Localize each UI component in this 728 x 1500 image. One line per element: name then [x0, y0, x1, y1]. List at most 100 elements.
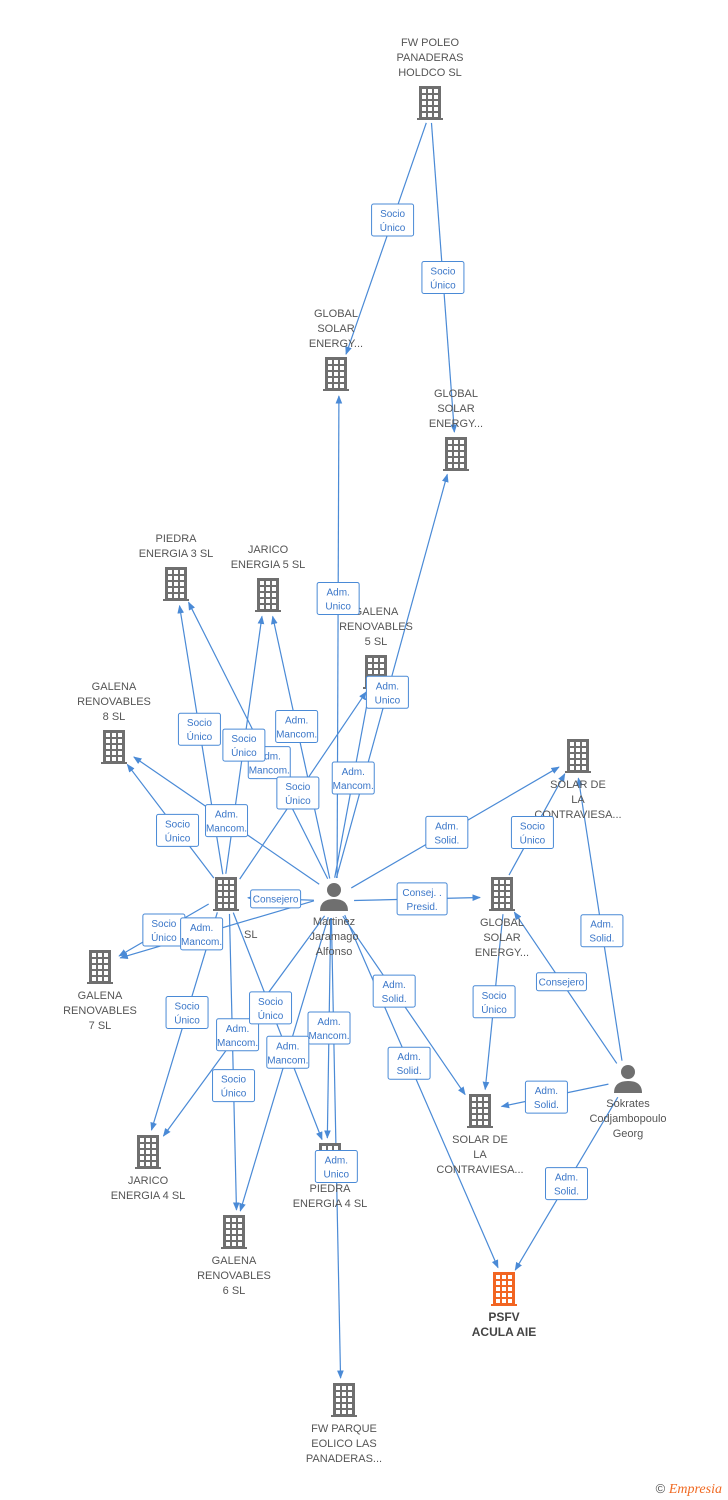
node-center_company[interactable]: SL — [213, 877, 257, 941]
edge-label[interactable]: Adm.Unico — [365, 675, 409, 709]
node-label[interactable]: SOLAR — [437, 403, 474, 415]
edge-label-box[interactable] — [276, 776, 320, 810]
edge-label-box[interactable] — [510, 816, 554, 850]
node-label[interactable]: RENOVABLES — [77, 696, 151, 708]
node-solar_contra_a[interactable]: SOLAR DE LA CONTRAVIESA... — [534, 739, 622, 821]
node-label[interactable]: GALENA — [354, 606, 399, 618]
edge-label[interactable]: Adm.Mancom. — [331, 761, 375, 795]
person-icon[interactable] — [320, 883, 348, 911]
edge-label[interactable]: Adm.Mancom. — [275, 710, 319, 744]
edge-label[interactable]: Adm.Solid. — [580, 914, 624, 948]
node-label[interactable]: GALENA — [92, 681, 137, 693]
person-icon[interactable] — [614, 1065, 642, 1093]
node-label[interactable]: SOLAR — [317, 323, 354, 335]
building-icon[interactable] — [565, 739, 591, 773]
building-icon[interactable] — [135, 1135, 161, 1169]
edge-label-box[interactable] — [545, 1167, 589, 1201]
edge-label-box[interactable] — [205, 804, 249, 838]
node-label[interactable]: SOLAR DE — [452, 1134, 508, 1146]
edge-label-box[interactable] — [250, 889, 302, 909]
building-icon[interactable] — [87, 950, 113, 984]
node-label[interactable]: ENERGIA 3 SL — [139, 548, 214, 560]
node-label[interactable]: CONTRAVIESA... — [436, 1164, 523, 1176]
node-label[interactable]: Martinez — [313, 916, 355, 928]
node-label[interactable]: HOLDCO SL — [398, 67, 462, 79]
node-solar_contra_b[interactable]: SOLAR DELACONTRAVIESA... — [436, 1094, 524, 1176]
node-label[interactable]: ENERGIA 5 SL — [231, 559, 306, 571]
edge-label-box[interactable] — [165, 995, 209, 1029]
edge-label-box[interactable] — [216, 1018, 260, 1052]
edge-label-box[interactable] — [371, 203, 415, 237]
brand-logo[interactable]: Empresia — [668, 1482, 722, 1497]
node-label[interactable]: RENOVABLES — [63, 1005, 137, 1017]
node-label[interactable]: ACULA AIE — [472, 1325, 536, 1339]
node-label[interactable]: RENOVABLES — [339, 621, 413, 633]
edge-label-box[interactable] — [316, 581, 360, 615]
edge-label-box[interactable] — [425, 815, 469, 849]
node-label[interactable]: GLOBAL — [480, 917, 524, 929]
node-global_solar_a[interactable]: GLOBAL SOLAR ENERGY... — [309, 308, 363, 391]
edge-label[interactable]: Adm.Mancom. — [205, 804, 249, 838]
edge-label-box[interactable] — [524, 1080, 568, 1114]
node-label[interactable]: ENERGY... — [429, 418, 483, 430]
node-label[interactable]: PANADERAS — [396, 52, 463, 64]
edge-label-box[interactable] — [156, 813, 200, 847]
edge-label[interactable]: Adm.Solid. — [545, 1167, 589, 1201]
node-label[interactable]: ENERGY... — [309, 338, 363, 350]
edge-label-box[interactable] — [396, 882, 448, 916]
building-icon[interactable] — [417, 86, 443, 120]
edge-label-box[interactable] — [331, 761, 375, 795]
building-icon[interactable] — [467, 1094, 493, 1128]
node-label[interactable]: 6 SL — [223, 1285, 246, 1297]
building-icon[interactable] — [491, 1272, 517, 1306]
edge-label[interactable]: Adm.Solid. — [372, 974, 416, 1008]
node-label[interactable]: SOLAR — [483, 932, 520, 944]
node-label[interactable]: GLOBAL — [314, 308, 358, 320]
edge-label-box[interactable] — [472, 985, 516, 1019]
node-label[interactable]: FW PARQUE — [311, 1423, 377, 1435]
edge-label[interactable]: Consejero — [535, 972, 587, 992]
node-label[interactable]: PIEDRA — [310, 1183, 352, 1195]
node-label[interactable]: 5 SL — [365, 636, 388, 648]
node-label[interactable]: ENERGIA 4 SL — [293, 1198, 368, 1210]
node-label[interactable]: LA — [571, 794, 585, 806]
building-icon[interactable] — [489, 877, 515, 911]
node-label[interactable]: JARICO — [248, 544, 289, 556]
node-label[interactable]: 8 SL — [103, 711, 126, 723]
edge-label[interactable]: Consej. .Presid. — [396, 882, 448, 916]
edge-label-box[interactable] — [180, 917, 224, 951]
node-label[interactable]: SOLAR DE — [550, 779, 606, 791]
building-icon[interactable] — [255, 578, 281, 612]
node-label[interactable]: CONTRAVIESA... — [534, 809, 621, 821]
node-label[interactable]: Georg — [613, 1128, 644, 1140]
edge-label[interactable]: Adm.Mancom. — [180, 917, 224, 951]
edge-label-box[interactable] — [275, 710, 319, 744]
node-label[interactable]: GALENA — [78, 990, 123, 1002]
node-global_solar_c[interactable]: GLOBAL SOLAR ENERGY... — [475, 877, 529, 959]
edge-label[interactable]: Adm.Solid. — [524, 1080, 568, 1114]
node-label[interactable]: ENERGY... — [475, 947, 529, 959]
node-label[interactable]: EOLICO LAS — [311, 1438, 376, 1450]
edge-label-box[interactable] — [307, 1011, 351, 1045]
edge-label[interactable]: Consejero — [250, 889, 302, 909]
edge-label-box[interactable] — [266, 1035, 310, 1069]
node-label[interactable]: Alfonso — [316, 946, 353, 958]
edge-label-box[interactable] — [580, 914, 624, 948]
edge-label[interactable]: Adm.Mancom. — [307, 1011, 351, 1045]
node-label[interactable]: GLOBAL — [434, 388, 478, 400]
edge-label-box[interactable] — [365, 675, 409, 709]
edge-label-box[interactable] — [314, 1149, 358, 1183]
node-global_solar_b[interactable]: GLOBAL SOLAR ENERGY... — [429, 388, 483, 471]
node-label[interactable]: GALENA — [212, 1255, 257, 1267]
